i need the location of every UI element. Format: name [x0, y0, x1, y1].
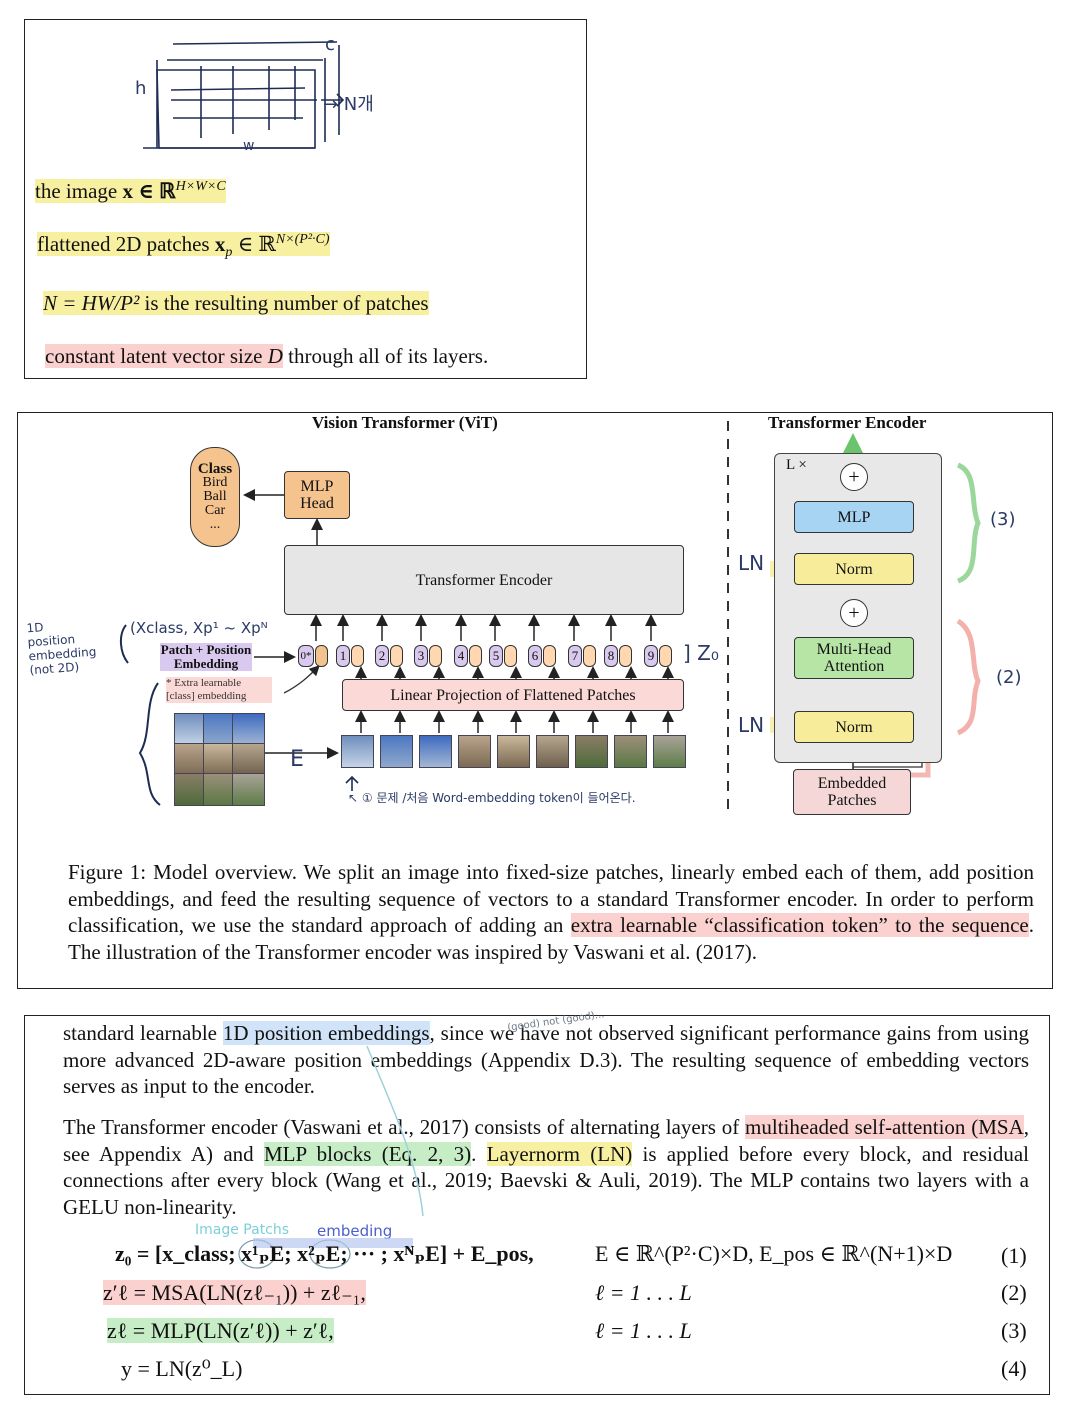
note-ln-top: LN: [738, 551, 765, 575]
n-patches-line: N = HW/P² is the resulting number of pat…: [43, 291, 429, 315]
flat-patch: [380, 735, 413, 768]
flat-patch: [575, 735, 608, 768]
encoder-repeat-label: L ×: [786, 457, 807, 473]
eq1-lhs: z₀ = [x_class; x¹ₚE; x²ₚE; ··· ; xᴺₚE] +…: [115, 1241, 534, 1266]
multi-head-attention-box: Multi-Head Attention: [794, 637, 914, 679]
position-token: 3: [414, 645, 428, 667]
image-line: the image x ∈ ℝH×W×C: [35, 179, 226, 203]
class-item: Bird: [202, 475, 228, 490]
patch-embedding-token: [583, 645, 596, 667]
encoder-title: Transformer Encoder: [768, 413, 927, 432]
patch-embedding-token: [619, 645, 632, 667]
note-brace-3: (3): [990, 509, 1016, 530]
sketch-w: w: [243, 138, 255, 154]
position-token: 8: [604, 645, 618, 667]
note-ln-bottom: LN: [738, 713, 765, 737]
image-patch: [174, 743, 207, 776]
eq2-lhs: z′ℓ = MSA(LN(zℓ₋₁)) + zℓ₋₁,: [103, 1280, 366, 1305]
note-z0: ] Z₀: [683, 641, 719, 665]
note-xclass: (Xclass, Xp¹ ~ Xpᴺ: [130, 619, 268, 637]
plus-bottom-node: +: [840, 599, 868, 627]
flat-patch: [419, 735, 452, 768]
note-brace-2: (2): [996, 667, 1022, 688]
encoder-norm-box-2: Norm: [794, 553, 914, 585]
position-token: 4: [454, 645, 468, 667]
equation-3: zℓ = MLP(LN(z′ℓ)) + z′ℓ,: [107, 1318, 334, 1344]
embedded-patches-box: Embedded Patches: [793, 769, 911, 815]
image-patch: [232, 773, 265, 806]
class-output-box: Class Bird Ball Car ...: [190, 447, 240, 547]
equation-2-number: (2): [1001, 1280, 1027, 1305]
transformer-encoder-box: Transformer Encoder: [284, 545, 684, 615]
class-embedding-token: [315, 645, 328, 667]
eq1-rhs: E ∈ ℝ^(P²·C)×D, E_pos ∈ ℝ^(N+1)×D: [595, 1241, 953, 1266]
position-token: 7: [568, 645, 582, 667]
flat-patch: [653, 735, 686, 768]
sketch-c: c: [325, 34, 335, 55]
patches-line: flattened 2D patches xp ∈ ℝN×(P²·C): [37, 232, 330, 261]
patch-embedding-token: [429, 645, 442, 667]
image-patch: [203, 773, 236, 806]
equation-3-number: (3): [1001, 1318, 1027, 1343]
eq3-lhs: zℓ = MLP(LN(z′ℓ)) + z′ℓ,: [107, 1318, 334, 1343]
patch-embedding-token: [469, 645, 482, 667]
flat-patch: [536, 735, 569, 768]
plus-top-node: +: [840, 463, 868, 491]
annot-curve: [238, 1045, 424, 1269]
eq4-lhs: y = LN(z⁰_L): [121, 1356, 243, 1381]
bottom-text-panel: standard learnable 1D position embedding…: [24, 1009, 1050, 1395]
image-patch: [232, 743, 265, 776]
position-token: 9: [644, 645, 658, 667]
paragraph-position-embeddings: standard learnable 1D position embedding…: [63, 1021, 1029, 1098]
equation-1: z₀ = [x_class; x¹ₚE; x²ₚE; ··· ; xᴺₚE] +…: [115, 1241, 534, 1267]
equation-1-number: (1): [1001, 1243, 1027, 1268]
class-item: Car: [204, 503, 226, 518]
patch-embedding-token: [351, 645, 364, 667]
vit-title: Vision Transformer (ViT): [312, 413, 498, 432]
annot-image-patches: Image Patchs: [195, 1222, 290, 1238]
patch-position-label: Patch + Position Embedding: [160, 642, 252, 671]
patch-embedding-token: [504, 645, 517, 667]
equation-4: y = LN(z⁰_L): [121, 1356, 242, 1382]
patch-sketch: [143, 41, 345, 149]
flat-patch: [341, 735, 374, 768]
annot-embeding: embeding: [317, 1222, 393, 1240]
note-korean: ↖ ① 문제 /처음 Word-embedding token이 들어온다.: [348, 791, 636, 805]
class-item: ...: [209, 517, 221, 532]
position-token: 5: [489, 645, 503, 667]
position-token: 0*: [298, 645, 314, 667]
equation-2-rhs: ℓ = 1 . . . L: [595, 1280, 692, 1305]
equation-4-number: (4): [1001, 1356, 1027, 1381]
equation-3-rhs: ℓ = 1 . . . L: [595, 1318, 692, 1343]
class-title: Class: [197, 461, 233, 477]
image-patch: [232, 713, 265, 746]
top-notes-panel: h c w → N개 the image x ∈ ℝH×W×C flattene…: [24, 19, 587, 379]
flat-patch: [458, 735, 491, 768]
patch-embedding-token: [659, 645, 672, 667]
equation-2: z′ℓ = MSA(LN(zℓ₋₁)) + zℓ₋₁,: [103, 1280, 366, 1306]
linear-projection-box: Linear Projection of Flattened Patches: [342, 679, 684, 711]
extra-learnable-label: * Extra learnable [class] embedding: [166, 677, 272, 703]
encoder-mlp-box: MLP: [794, 501, 914, 533]
patch-embedding-token: [390, 645, 403, 667]
encoder-norm-box-1: Norm: [794, 711, 914, 743]
flat-patch: [497, 735, 530, 768]
sketch-h: h: [135, 78, 147, 99]
figure-caption: Figure 1: Model overview. We split an im…: [68, 860, 1035, 964]
mlp-head-box: MLP Head: [284, 471, 350, 519]
paragraph-transformer-encoder: The Transformer encoder (Vaswani et al.,…: [63, 1115, 1030, 1219]
position-token: 1: [336, 645, 350, 667]
equation-1-rhs: E ∈ ℝ^(P²·C)×D, E_pos ∈ ℝ^(N+1)×D: [595, 1241, 952, 1267]
flat-patch: [614, 735, 647, 768]
patch-embedding-token: [543, 645, 556, 667]
note-position-embedding: 1D position embedding (not 2D): [26, 620, 97, 678]
figure-panel: Vision Transformer (ViT) Transformer Enc…: [17, 412, 1053, 989]
latent-size-line: constant latent vector size D through al…: [45, 344, 489, 368]
note-E: E: [290, 747, 304, 772]
class-item: Ball: [203, 489, 227, 504]
position-token: 2: [375, 645, 389, 667]
sketch-nm: → N개: [323, 94, 374, 115]
position-token: 6: [528, 645, 542, 667]
